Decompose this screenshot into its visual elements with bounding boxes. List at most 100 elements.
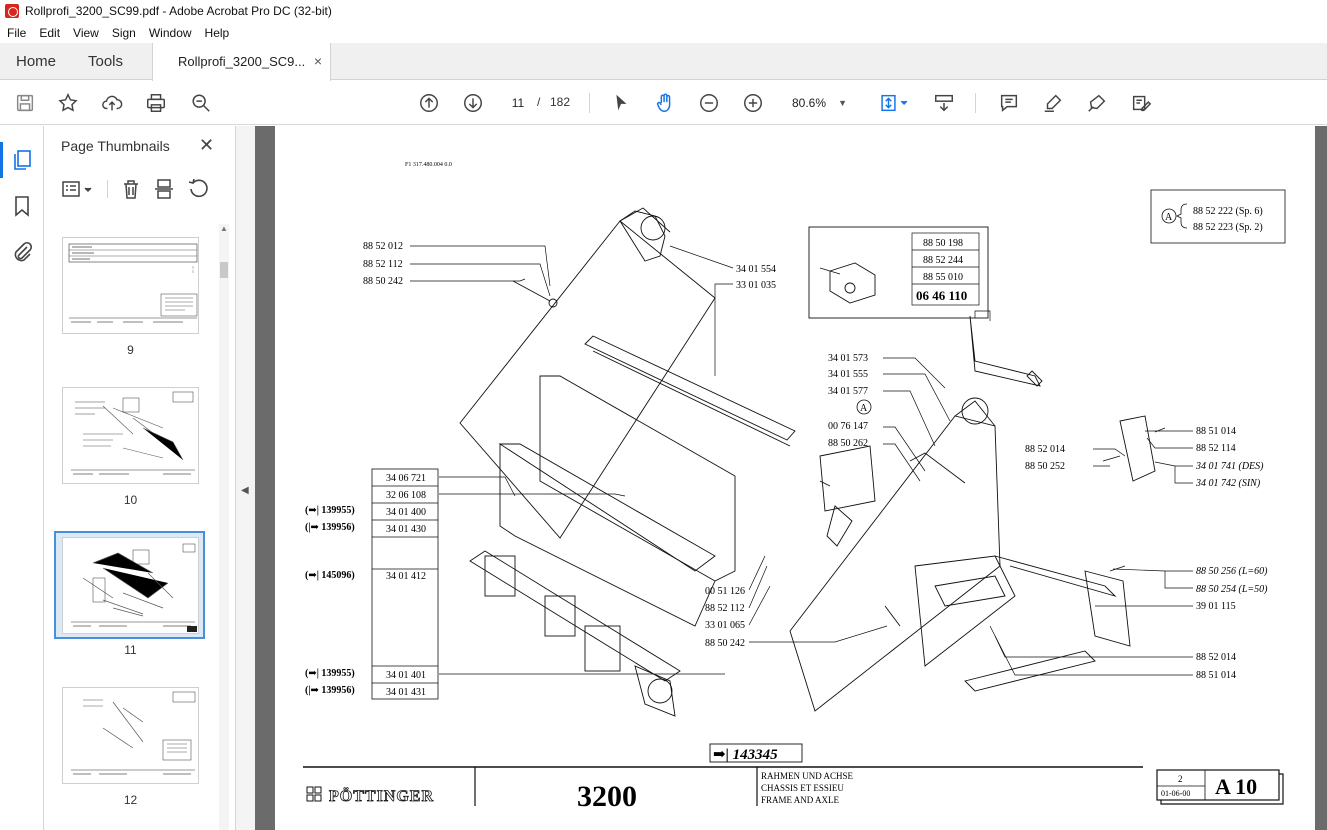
page-number-input[interactable] (504, 91, 532, 115)
part-label: 00 51 126 (705, 586, 745, 597)
tab-close-icon[interactable]: × (313, 53, 322, 69)
part-label: 34 01 577 (828, 386, 868, 397)
menu-help[interactable]: Help (204, 25, 230, 40)
box-part-2: 88 52 244 (923, 255, 963, 266)
tab-tools[interactable]: Tools (88, 53, 124, 70)
thumbnail-page-11[interactable]: 11 (54, 531, 205, 657)
print-icon[interactable] (144, 91, 168, 115)
table-part: 34 06 721 (386, 473, 426, 484)
serial-ref: (|➡ 139956) (305, 522, 355, 533)
menu-sign[interactable]: Sign (111, 25, 136, 40)
zoom-in-icon[interactable] (741, 91, 765, 115)
delete-icon[interactable] (120, 178, 142, 200)
sign-icon[interactable] (1085, 91, 1109, 115)
part-label: 34 01 742 (SIN) (1195, 478, 1261, 489)
table-part: 34 01 401 (386, 670, 426, 681)
thumbnail-tools (45, 174, 235, 204)
upload-cloud-icon[interactable] (100, 91, 124, 115)
rotate-icon[interactable] (187, 178, 209, 200)
hand-tool-icon[interactable] (653, 91, 677, 115)
sheet-code: A 10 (1215, 774, 1257, 799)
table-part: 34 01 431 (386, 687, 426, 698)
fit-page-icon[interactable] (876, 91, 912, 115)
legend-marker: A (1165, 212, 1173, 223)
close-icon[interactable]: ✕ (199, 135, 215, 155)
thumbnail-image (62, 387, 199, 484)
part-label: 88 51 014 (1196, 670, 1236, 681)
serial-ref: (➡| 139955) (305, 505, 355, 516)
tab-document[interactable]: Rollprofi_3200_SC9... × (152, 43, 331, 81)
legend-box (1150, 189, 1286, 244)
parts-inset-box (808, 226, 989, 319)
options-menu-icon[interactable] (61, 178, 95, 200)
title-bar: Rollprofi_3200_SC99.pdf - Adobe Acrobat … (0, 0, 1327, 22)
toolbar-divider (975, 93, 976, 113)
save-icon[interactable] (13, 91, 37, 115)
tab-home[interactable]: Home (16, 53, 57, 70)
part-label: 34 01 741 (DES) (1195, 461, 1264, 472)
menu-window[interactable]: Window (148, 25, 192, 40)
part-label: 88 51 014 (1196, 426, 1236, 437)
attachments-icon[interactable] (10, 240, 34, 264)
scrollbar-thumb[interactable] (220, 262, 228, 278)
thumbnail-page-12[interactable]: 12 (62, 687, 199, 807)
part-label: 88 52 112 (363, 259, 403, 270)
table-part: 32 06 108 (386, 490, 426, 501)
next-page-icon[interactable] (461, 91, 485, 115)
panel-title: Page Thumbnails (61, 138, 170, 154)
edit-pdf-icon[interactable] (1129, 91, 1153, 115)
search-zoom-icon[interactable] (189, 91, 213, 115)
thumbnail-page-number: 10 (123, 493, 138, 507)
menu-bar: File Edit View Sign Window Help (0, 22, 1327, 43)
part-marker-a: A (860, 403, 868, 414)
serial-note: ➡| 143345 (713, 747, 778, 763)
menu-view[interactable]: View (73, 25, 99, 40)
part-label: 88 50 242 (705, 638, 745, 649)
panel-collapse-handle[interactable]: ◀ (236, 126, 255, 830)
part-label: 88 52 014 (1196, 652, 1236, 663)
highlight-pen-icon[interactable] (1041, 91, 1065, 115)
sheet-number: 2 (1178, 774, 1183, 784)
main-toolbar: / 182 80.6% ▼ (0, 81, 1327, 125)
comment-icon[interactable] (997, 91, 1021, 115)
page-total: 182 (550, 95, 571, 109)
scroll-up-icon[interactable]: ▲ (220, 224, 228, 233)
zoom-level-dropdown[interactable]: 80.6% ▼ (785, 91, 855, 115)
document-viewport[interactable]: F1 317.480.004 0.0 A 88 52 222 (Sp. 6) 8… (255, 126, 1327, 830)
menu-file[interactable]: File (7, 25, 27, 40)
panel-divider (107, 180, 108, 198)
table-part: 34 01 430 (386, 524, 426, 535)
select-arrow-icon[interactable] (609, 91, 633, 115)
part-label: 34 01 555 (828, 369, 868, 380)
page-thumbnails-icon[interactable] (0, 142, 34, 178)
part-label: 33 01 035 (736, 280, 776, 291)
thumbnail-scrollbar[interactable]: ▲ (219, 224, 229, 830)
previous-page-icon[interactable] (417, 91, 441, 115)
page-thumbnails-panel: Page Thumbnails ✕ ▲ (45, 126, 236, 830)
bookmark-star-icon[interactable] (56, 91, 80, 115)
zoom-out-icon[interactable] (697, 91, 721, 115)
serial-ref: (|➡ 139956) (305, 685, 355, 696)
acrobat-app-icon (5, 4, 19, 18)
thumbnail-page-number: 9 (127, 343, 134, 357)
brand-name: PÖTTINGER (329, 787, 434, 805)
pottinger-logo-icon (306, 786, 322, 802)
chevron-down-icon: ▼ (838, 98, 847, 108)
bookmarks-icon[interactable] (10, 194, 34, 218)
thumbnail-page-10[interactable]: 10 (62, 387, 199, 507)
thumbnail-page-9[interactable]: 9 (62, 237, 199, 357)
part-label: 88 50 254 (L=50) (1196, 584, 1268, 595)
drawing-title-en: FRAME AND AXLE (761, 795, 840, 805)
pdf-page: F1 317.480.004 0.0 A 88 52 222 (Sp. 6) 8… (275, 126, 1315, 830)
tab-bar: Home Tools Rollprofi_3200_SC9... × (0, 43, 1327, 81)
model-number: 3200 (577, 780, 637, 813)
scroll-mode-icon[interactable] (932, 91, 956, 115)
table-part: 34 01 412 (386, 571, 426, 582)
menu-edit[interactable]: Edit (39, 25, 61, 40)
extract-pages-icon[interactable] (153, 178, 175, 200)
parts-table (371, 468, 439, 700)
part-label: 88 50 256 (L=60) (1196, 566, 1268, 577)
legend-marker-circle (1161, 208, 1177, 224)
sheet-box (1156, 769, 1280, 801)
part-label: 88 50 252 (1025, 461, 1065, 472)
